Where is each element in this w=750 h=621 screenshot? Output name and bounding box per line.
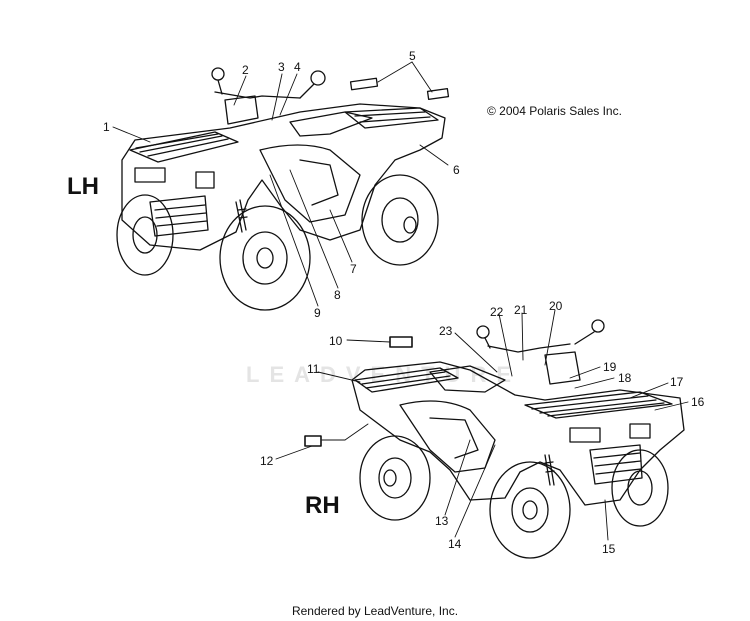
callout-10: 10 [329,334,343,348]
callout-23: 23 [439,324,453,338]
right-side-label: RH [305,492,340,519]
callout-14: 14 [448,537,462,551]
callout-15: 15 [602,542,616,556]
callout-3: 3 [278,60,285,74]
callout-16: 16 [691,395,705,409]
callout-5: 5 [409,49,416,63]
callout-2: 2 [242,63,249,77]
callout-7: 7 [350,262,357,276]
callout-12: 12 [260,454,274,468]
callout-22: 22 [490,305,504,319]
atv-left-view [116,67,450,311]
callout-6: 6 [453,163,460,177]
callout-9: 9 [314,306,321,320]
callout-13: 13 [435,514,449,528]
callout-21: 21 [514,303,528,317]
leader-lines [112,61,689,541]
left-side-label: LH [67,173,99,200]
callout-8: 8 [334,288,341,302]
callout-4: 4 [294,60,301,74]
atv-right-view [304,319,685,559]
callout-numbers: 1 2 3 4 5 6 7 8 9 10 11 12 13 14 15 16 1… [103,49,705,556]
callout-17: 17 [670,375,684,389]
footer-credit: Rendered by LeadVenture, Inc. [291,604,459,618]
callout-18: 18 [618,371,632,385]
callout-11: 11 [307,362,320,376]
callout-19: 19 [603,360,617,374]
callout-1: 1 [103,120,110,134]
copyright-notice: © 2004 Polaris Sales Inc. [487,104,622,118]
callout-20: 20 [549,299,563,313]
